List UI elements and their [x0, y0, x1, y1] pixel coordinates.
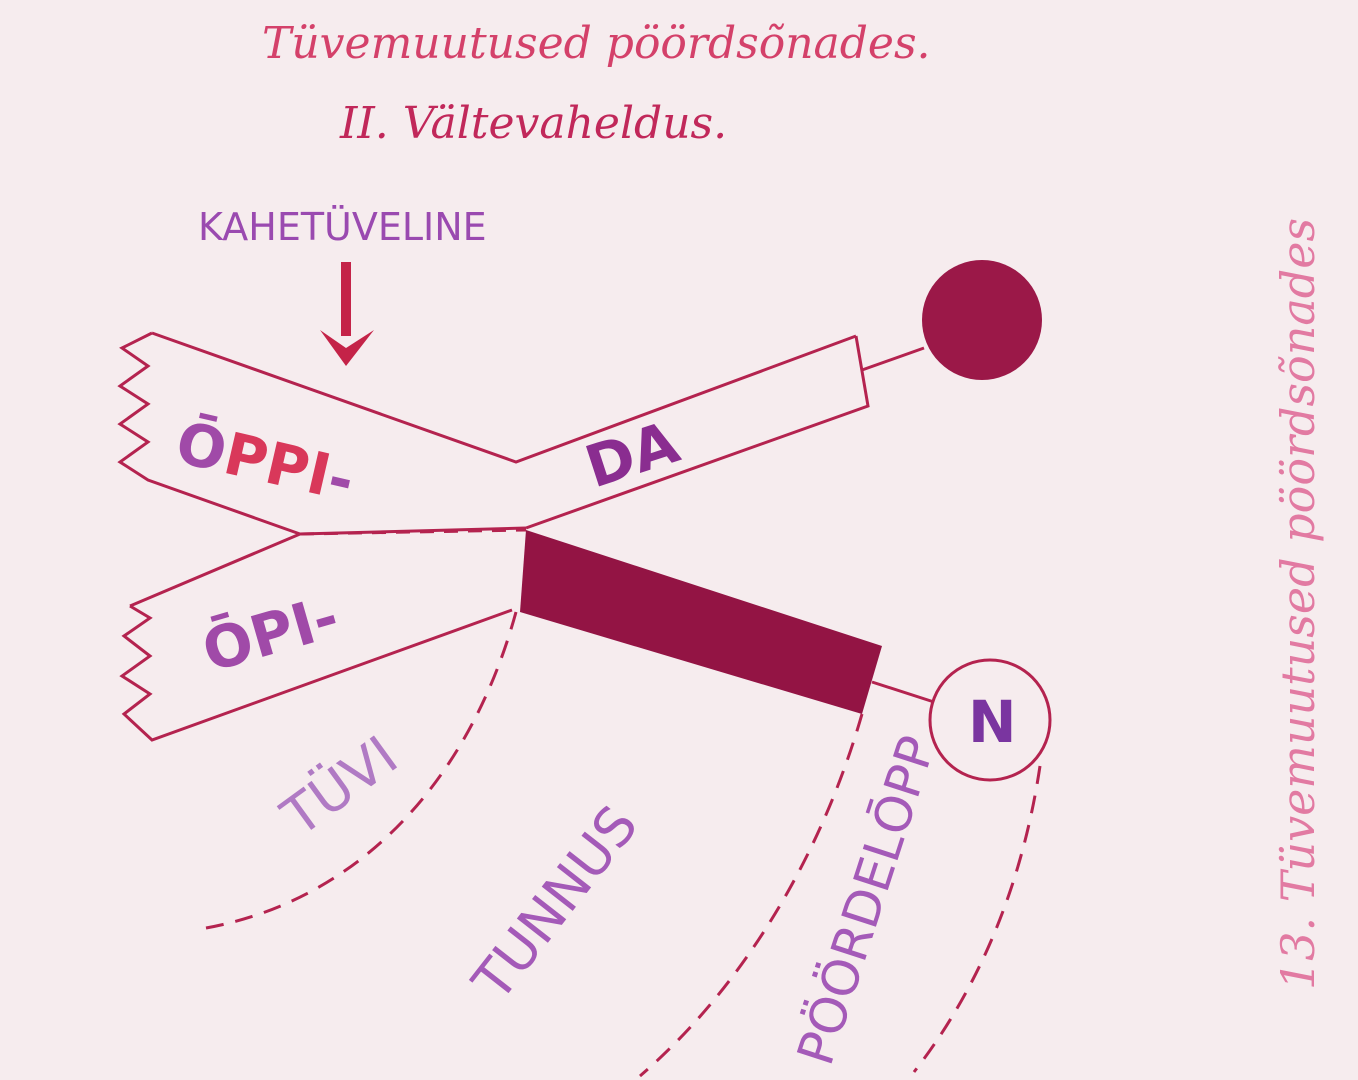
stem-arc-label: TÜVI	[270, 724, 409, 849]
stem-divider-dashed	[299, 528, 527, 536]
ending-connector	[871, 680, 935, 704]
ending-marker-label: N	[968, 688, 1017, 756]
marker-arc-label: TUNNUS	[460, 794, 650, 1013]
marker-filled-bar	[520, 530, 882, 714]
stem-arc-dashed	[205, 611, 518, 930]
down-arrow-icon	[320, 262, 374, 366]
diagram-subtitle: II. Vältevaheldus.	[339, 98, 727, 149]
diagram-title: Tüvemuutused pöördsõnades.	[262, 18, 931, 69]
da-band	[525, 335, 925, 530]
weak-stem-band	[119, 532, 513, 742]
ending-arc-label: PÖÖRDELŌPP	[786, 729, 947, 1071]
side-caption: 13. Tüvemuutused pöördsõnades	[1271, 218, 1325, 990]
marker-arc-dashed	[639, 713, 864, 1078]
pointer-label: KAHETÜVELINE	[198, 205, 487, 249]
marker-label: DA	[577, 408, 687, 501]
ending-filled-circle	[922, 260, 1042, 380]
ending-arc-dashed	[912, 765, 1042, 1073]
weak-stem-label: ŌPI-	[195, 582, 346, 685]
ending-open-circle	[928, 658, 1052, 782]
